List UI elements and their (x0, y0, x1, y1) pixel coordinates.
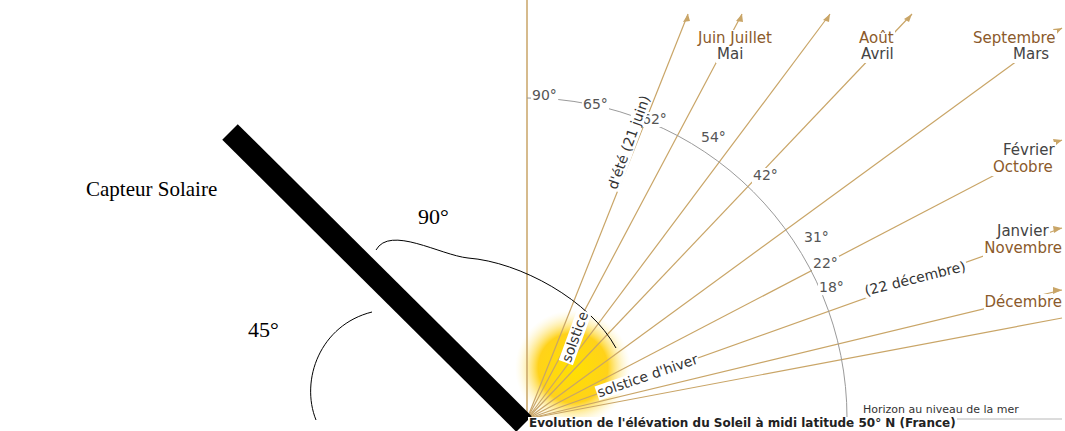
horizon-label: Horizon au niveau de la mer (862, 404, 1020, 416)
month-label: Avril (860, 46, 895, 63)
angle-arc-45 (311, 312, 372, 420)
caption: Evolution de l'élévation du Soleil à mid… (528, 417, 957, 430)
month-label: Mai (716, 46, 744, 63)
month-label: Janvier (996, 223, 1050, 240)
degree-label: 42° (752, 168, 779, 183)
month-label: Septembre (972, 30, 1057, 47)
month-label: Février (1002, 142, 1056, 159)
sun-rays (527, 14, 1062, 419)
elevation-arc (527, 98, 847, 418)
solstice-label: d'été (21 juin) (605, 93, 654, 193)
month-label: Novembre (983, 240, 1063, 257)
collector-label: Capteur Solaire (86, 178, 217, 201)
angle-label: 90° (418, 205, 449, 229)
ray-arrowheads (683, 14, 1062, 294)
month-label: Juin Juillet (697, 30, 773, 47)
degree-label: 65° (582, 97, 609, 112)
degree-label: 22° (812, 256, 839, 271)
month-label: Août (858, 30, 895, 47)
solar-collector (230, 132, 524, 424)
degree-label: 90° (531, 88, 558, 103)
month-label: Décembre (984, 294, 1063, 311)
degree-label: 31° (803, 230, 830, 245)
degree-label: 18° (818, 280, 845, 295)
solstice-label: (22 décembre) (862, 259, 968, 299)
month-label: Octobre (992, 159, 1054, 176)
month-label: Mars (1012, 46, 1050, 63)
angle-label: 45° (248, 318, 279, 342)
zenith-line (526, 0, 528, 419)
degree-label: 54° (700, 130, 727, 145)
